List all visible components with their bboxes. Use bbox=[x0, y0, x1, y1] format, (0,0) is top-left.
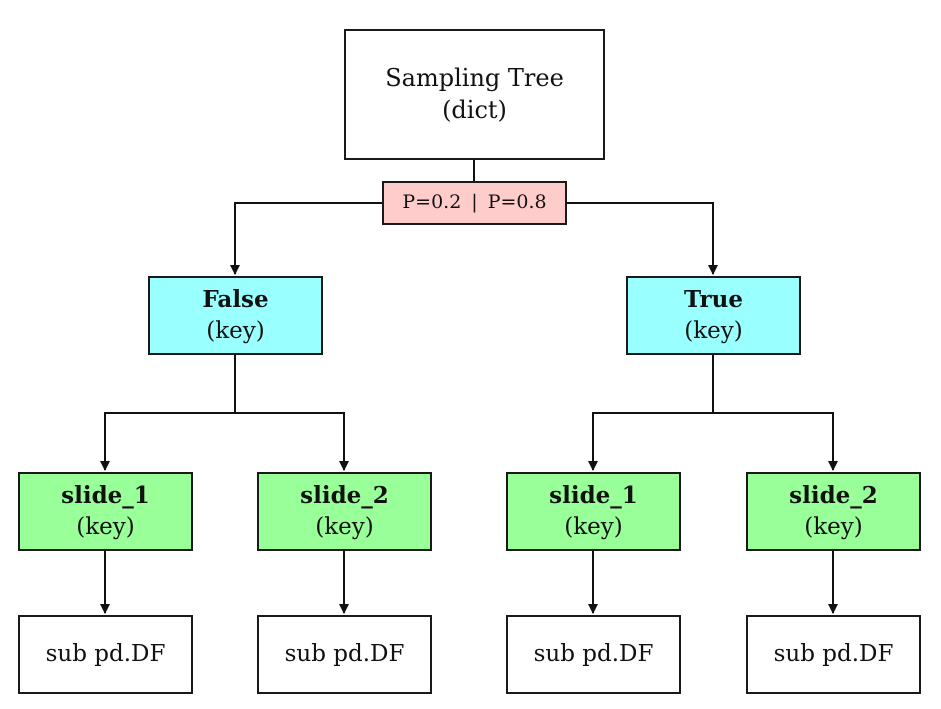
slide-type: (key) bbox=[76, 513, 135, 540]
slide-label: slide_2 bbox=[300, 482, 389, 510]
slide-type: (key) bbox=[315, 513, 374, 540]
slide-node-true-1: slide_1 (key) bbox=[506, 472, 681, 551]
key-node-true: True (key) bbox=[626, 276, 801, 355]
slide-node-false-1: slide_1 (key) bbox=[18, 472, 193, 551]
slide-node-true-2: slide_2 (key) bbox=[746, 472, 921, 551]
key-node-false: False (key) bbox=[148, 276, 323, 355]
connector-false-to-slide2 bbox=[235, 412, 349, 471]
leaf-label: sub pd.DF bbox=[533, 641, 654, 668]
key-type: (key) bbox=[684, 317, 743, 344]
key-type: (key) bbox=[206, 317, 265, 344]
slide-label: slide_1 bbox=[549, 482, 638, 510]
leaf-label: sub pd.DF bbox=[773, 641, 894, 668]
probability-left: P=0.2 bbox=[402, 191, 462, 214]
leaf-node-3: sub pd.DF bbox=[506, 615, 681, 694]
probability-node: P=0.2 | P=0.8 bbox=[382, 181, 567, 225]
slide-node-false-2: slide_2 (key) bbox=[257, 472, 432, 551]
slide-label: slide_2 bbox=[789, 482, 878, 510]
root-type: (dict) bbox=[442, 95, 507, 124]
connector-true-to-slide2 bbox=[713, 412, 838, 471]
connector-true-to-slide1 bbox=[588, 412, 713, 471]
leaf-label: sub pd.DF bbox=[45, 641, 166, 668]
slide-type: (key) bbox=[564, 513, 623, 540]
connector-prob-to-true bbox=[567, 202, 718, 275]
leaf-node-2: sub pd.DF bbox=[257, 615, 432, 694]
leaf-node-1: sub pd.DF bbox=[18, 615, 193, 694]
connector-false-to-slide1 bbox=[100, 412, 235, 471]
key-label: False bbox=[202, 286, 269, 314]
probability-right: P=0.8 bbox=[487, 191, 547, 214]
key-label: True bbox=[684, 286, 743, 314]
leaf-label: sub pd.DF bbox=[284, 641, 405, 668]
leaf-node-4: sub pd.DF bbox=[746, 615, 921, 694]
root-title: Sampling Tree bbox=[385, 63, 564, 92]
connector-prob-to-false bbox=[230, 202, 382, 275]
probability-separator: | bbox=[471, 191, 478, 214]
slide-label: slide_1 bbox=[61, 482, 150, 510]
root-node: Sampling Tree (dict) bbox=[344, 29, 605, 160]
slide-type: (key) bbox=[804, 513, 863, 540]
